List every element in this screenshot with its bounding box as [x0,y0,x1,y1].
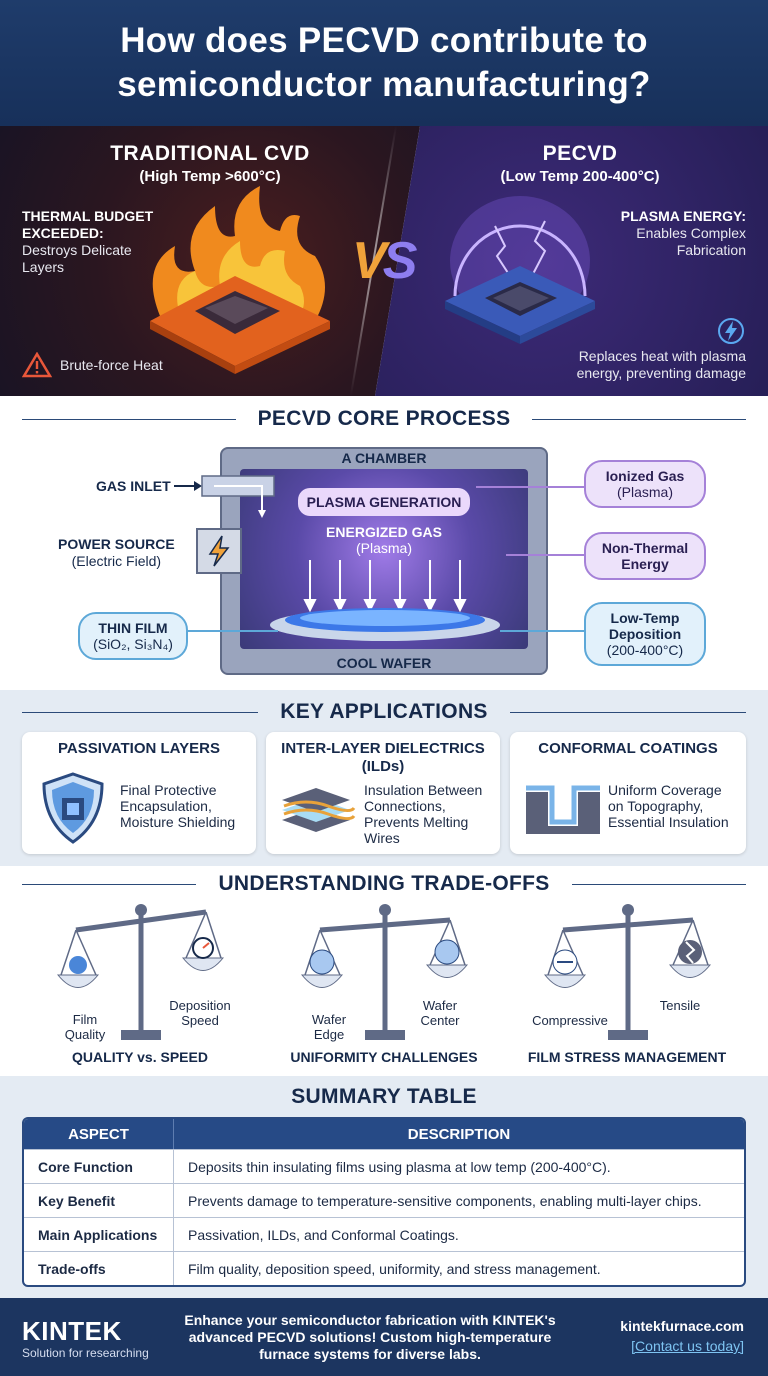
table-row: Trade-offs Film quality, deposition spee… [24,1251,744,1285]
row-description: Passivation, ILDs, and Conformal Coating… [188,1226,459,1243]
power-source-box [196,528,242,574]
footer: KINTEK Solution for researching Enhance … [0,1298,768,1376]
layer-stack-icon [282,788,356,832]
table-header: ASPECT DESCRIPTION [24,1119,744,1149]
thin-film-pill: THIN FILM (SiO₂, Si₃N₄) [78,612,188,660]
plasma-generation-label: PLASMA GENERATION [298,488,470,516]
brand-logo: KINTEK [22,1316,122,1346]
uniformity-caption: UNIFORMITY CHALLENGES [290,1049,478,1065]
row-aspect: Main Applications [24,1218,174,1251]
column-header-aspect: ASPECT [24,1119,174,1149]
energized-gas-label: ENERGIZED GAS (Plasma) [326,524,442,556]
ionized-connector [476,486,584,488]
low-temp-deposition-pill: Low-Temp Deposition (200-400°C) [584,602,706,666]
brand-tagline: Solution for researching [22,1346,149,1360]
table-row: Core Function Deposits thin insulating f… [24,1149,744,1183]
burning-chip-icon [150,186,330,374]
plasma-energy-note: PLASMA ENERGY: Enables Complex Fabricati… [620,208,746,258]
non-thermal-connector [506,554,584,556]
table-row: Main Applications Passivation, ILDs, and… [24,1217,744,1251]
gas-inlet-label: GAS INLET [96,478,171,494]
tradeoffs-heading: UNDERSTANDING TRADE-OFFS [0,872,768,896]
compressive-label: Compressive [532,1013,608,1028]
process-heading: PECVD CORE PROCESS [0,407,768,431]
plasma-chip-icon [445,196,595,344]
gas-inlet-pipe [174,475,275,518]
column-header-description: DESCRIPTION [407,1125,511,1143]
row-aspect: Core Function [24,1150,174,1183]
warning-text: Brute-force Heat [60,357,163,373]
tensile-label: Tensile [659,998,701,1013]
quality-speed-caption: QUALITY vs. SPEED [72,1049,208,1065]
pecvd-panel [375,126,768,396]
plasma-footer-note: Replaces heat with plasma energy, preven… [576,348,746,381]
row-aspect: Key Benefit [24,1184,174,1217]
warning-icon [22,352,52,378]
thin-film-connector [188,630,278,632]
film-stress-scale [543,904,712,1040]
ild-desc: Insulation Between Connections, Prevents… [364,782,483,846]
row-description: Deposits thin insulating films using pla… [188,1158,611,1175]
conformal-coating-icon [526,785,600,834]
comparison-panel: TRADITIONAL CVD (High Temp >600°C) THERM… [0,126,768,396]
row-description: Film quality, deposition speed, uniformi… [188,1260,601,1277]
row-description: Prevents damage to temperature-sensitive… [188,1192,702,1209]
ionized-gas-pill: Ionized Gas (Plasma) [584,460,706,508]
ild-title: INTER-LAYER DIELECTRICS (ILDs) [281,740,485,775]
passivation-desc: Final Protective Encapsulation, Moisture… [120,782,236,830]
contact-link[interactable]: [Contact us today] [631,1338,744,1354]
website-link[interactable]: kintekfurnace.com [620,1318,744,1334]
thermal-budget-note: THERMAL BUDGET EXCEEDED: Destroys Delica… [22,208,154,275]
pecvd-heading: PECVD (Low Temp 200-400°C) [500,142,660,185]
cta-text: Enhance your semiconductor fabrication w… [184,1312,556,1362]
deposition-arrows [270,560,500,641]
page-title: How does PECVD contribute to semiconduct… [117,21,651,104]
summary-heading: SUMMARY TABLE [291,1085,477,1108]
power-source-label: POWER SOURCE (Electric Field) [58,536,175,569]
ild-card: INTER-LAYER DIELECTRICS (ILDs) Insulatio… [266,732,500,854]
header-banner: How does PECVD contribute to semiconduct… [0,0,768,126]
cvd-heading: TRADITIONAL CVD (High Temp >600°C) [110,142,310,185]
non-thermal-energy-pill: Non-Thermal Energy [584,532,706,580]
low-temp-connector [500,630,584,632]
table-row: Key Benefit Prevents damage to temperatu… [24,1183,744,1217]
film-stress-caption: FILM STRESS MANAGEMENT [527,1049,727,1065]
row-aspect: Trade-offs [24,1252,174,1285]
quality-speed-scale [56,904,225,1040]
bolt-icon [208,535,230,567]
vs-label: VS [352,232,417,290]
chamber-label: A CHAMBER [341,450,427,466]
lightning-icon [718,318,744,344]
summary-table: ASPECT DESCRIPTION Core Function Deposit… [22,1117,746,1287]
cool-wafer-label: COOL WAFER [336,655,432,671]
conformal-desc: Uniform Coverage on Topography, Essentia… [608,782,729,830]
passivation-card: PASSIVATION LAYERS Final Protective Enca… [22,732,256,854]
warning-row: Brute-force Heat [22,352,163,378]
conformal-card: CONFORMAL COATINGS Uniform Coverage on T… [510,732,746,854]
shield-icon [42,772,104,844]
uniformity-scale [300,904,469,1040]
applications-heading: KEY APPLICATIONS [0,700,768,724]
